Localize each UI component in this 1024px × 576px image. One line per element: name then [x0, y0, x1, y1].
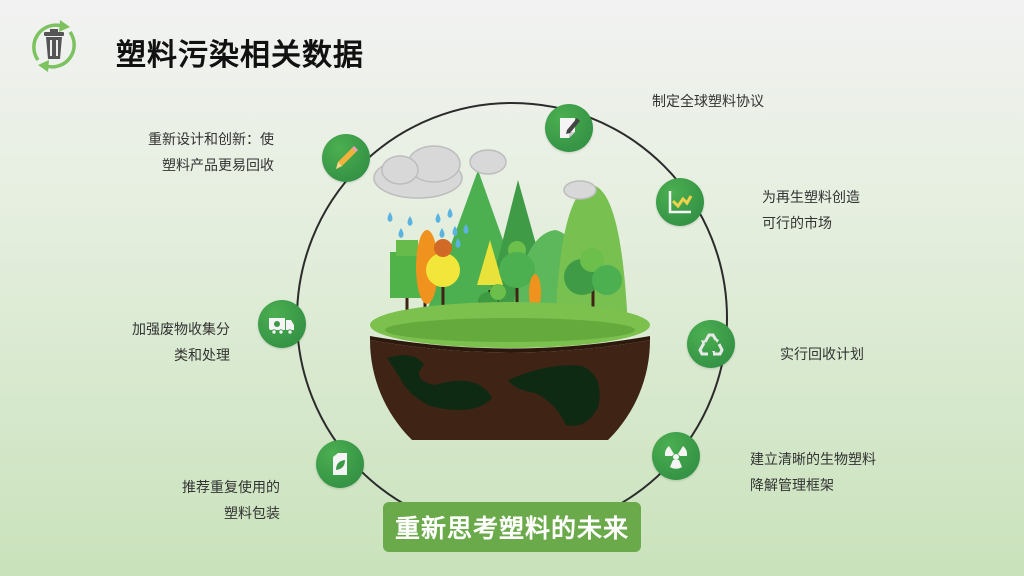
recycle-icon [698, 333, 724, 356]
label-line: 加强废物收集分 [132, 321, 230, 337]
garbage-truck-node[interactable] [258, 300, 306, 348]
label-recycled-market: 为再生塑料创造 可行的市场 [762, 184, 860, 236]
document-edit-node[interactable] [545, 104, 593, 152]
label-line: 建立清晰的生物塑料 [750, 451, 876, 467]
label-waste-collection: 加强废物收集分 类和处理 [118, 316, 230, 368]
label-recycling-plan: 实行回收计划 [780, 341, 864, 367]
label-line: 实行回收计划 [780, 346, 864, 362]
page-title: 塑料污染相关数据 [116, 39, 364, 72]
label-line: 降解管理框架 [750, 477, 834, 493]
label-line: 制定全球塑料协议 [652, 93, 764, 109]
earth-forest-illustration [370, 145, 650, 440]
label-biodegradable: 建立清晰的生物塑料 降解管理框架 [750, 446, 876, 498]
eco-bottle-node[interactable] [316, 440, 364, 488]
radiation-icon [664, 446, 688, 469]
label-line: 重新设计和创新：使 [148, 131, 274, 147]
label-line: 可行的市场 [762, 215, 832, 231]
label-line: 类和处理 [174, 347, 230, 363]
garbage-truck-icon [269, 318, 294, 335]
recycle-trash-icon [32, 20, 76, 72]
label-line: 塑料产品更易回收 [162, 157, 274, 173]
label-line: 推荐重复使用的 [182, 479, 280, 495]
eco-bottle-icon [333, 453, 347, 475]
recycle-node[interactable] [687, 320, 735, 368]
rethink-plastics-banner: 重新思考塑料的未来 [383, 502, 641, 552]
document-edit-icon [560, 118, 580, 138]
pencil-node[interactable] [322, 134, 370, 182]
line-chart-icon [668, 191, 693, 214]
radiation-node[interactable] [652, 432, 700, 480]
label-line: 塑料包装 [224, 505, 280, 521]
label-reusable-packaging: 推荐重复使用的 塑料包装 [168, 474, 280, 526]
pencil-icon [336, 146, 358, 169]
label-global-agreement: 制定全球塑料协议 [652, 88, 764, 114]
label-line: 为再生塑料创造 [762, 189, 860, 205]
label-redesign: 重新设计和创新：使 塑料产品更易回收 [148, 126, 274, 178]
line-chart-node[interactable] [656, 178, 704, 226]
